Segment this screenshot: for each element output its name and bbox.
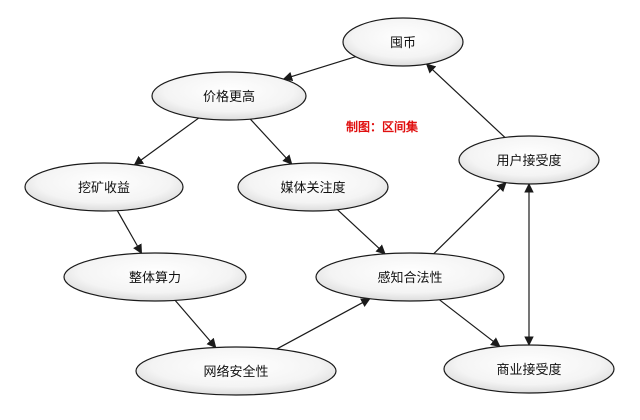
node-label: 用户接受度 — [496, 153, 561, 169]
node-ellipse — [237, 162, 389, 212]
node-ellipse — [135, 346, 337, 396]
edge-legitimacy-to-business — [439, 299, 501, 348]
edge-hashpower-to-security — [174, 300, 217, 349]
node-label: 网络安全性 — [203, 364, 268, 380]
node-legitimacy: 感知合法性 — [315, 252, 505, 302]
edge-security-to-legitimacy — [276, 298, 371, 350]
node-ellipse — [63, 252, 247, 302]
node-ellipse — [151, 71, 307, 121]
node-label: 媒体关注度 — [280, 180, 345, 196]
credit-label: 制图：区间集 — [346, 119, 419, 134]
node-label: 商业接受度 — [496, 362, 561, 378]
edge-mining-to-hashpower — [116, 210, 143, 255]
node-media: 媒体关注度 — [237, 162, 389, 212]
node-ellipse — [24, 162, 184, 212]
edge-legitimacy-to-user — [433, 181, 507, 255]
node-ellipse — [342, 17, 464, 67]
node-label: 挖矿收益 — [78, 181, 130, 196]
node-label: 囤币 — [390, 36, 416, 51]
edge-user-to-weibi — [425, 63, 506, 138]
node-label: 感知合法性 — [377, 270, 442, 286]
node-label: 整体算力 — [129, 271, 181, 286]
edge-weibi-to-price — [282, 56, 356, 82]
node-security: 网络安全性 — [135, 346, 337, 396]
node-ellipse — [443, 344, 615, 394]
node-weibi: 囤币 — [342, 17, 464, 67]
node-user: 用户接受度 — [458, 135, 600, 185]
node-ellipse — [458, 135, 600, 185]
edge-price-to-mining — [133, 117, 200, 166]
edge-price-to-media — [249, 118, 293, 165]
node-price: 价格更高 — [151, 71, 307, 121]
node-mining: 挖矿收益 — [24, 162, 184, 212]
edge-media-to-legitimacy — [337, 209, 386, 255]
node-hashpower: 整体算力 — [63, 252, 247, 302]
node-ellipse — [315, 252, 505, 302]
node-business: 商业接受度 — [443, 344, 615, 394]
edges-layer — [116, 56, 534, 350]
node-label: 价格更高 — [203, 89, 255, 105]
